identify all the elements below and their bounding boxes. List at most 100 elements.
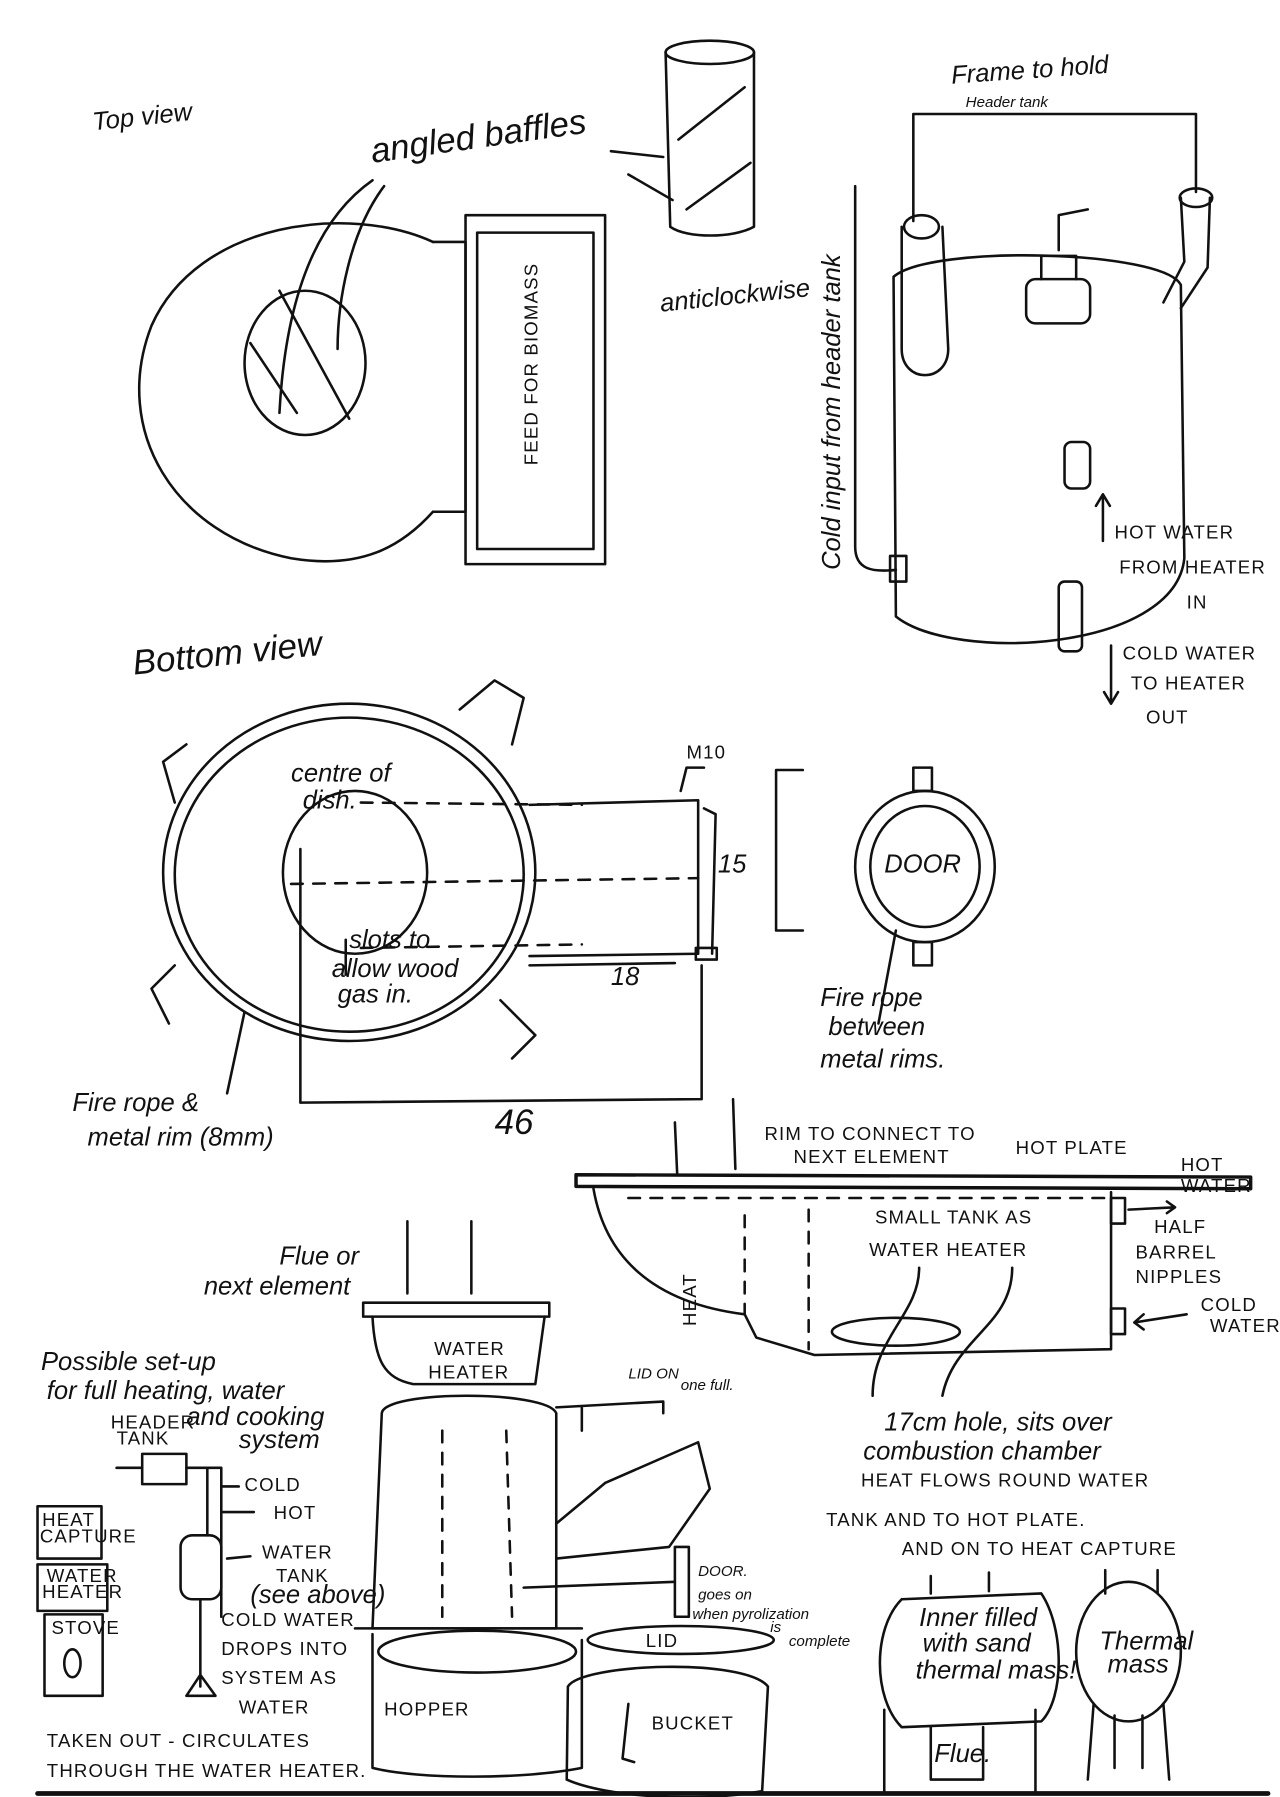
thermal-sphere: [1074, 1580, 1183, 1723]
circulates-1: TAKEN OUT - CIRCULATES: [47, 1730, 310, 1751]
feed-chute: [554, 1440, 712, 1560]
stove-assembly: Flue or next element WATER HEATER LID ON…: [204, 1219, 850, 1797]
setup-title-3: and cooking: [186, 1403, 324, 1431]
dish-rim-outer: [161, 702, 537, 1043]
stove-top-plate: [361, 1301, 551, 1318]
inlet-pipe-top: [902, 213, 941, 240]
inner-tank-dashes: [627, 1196, 1107, 1351]
hole-label-1: 17cm hole, sits over: [884, 1409, 1113, 1437]
hot-nipple: [1109, 1196, 1127, 1225]
cold-note-3: SYSTEM AS: [221, 1667, 337, 1688]
slots-label-1: slots to: [349, 926, 430, 954]
hopper-label: HOPPER: [384, 1699, 470, 1720]
hot-water-1: HOT: [1181, 1154, 1224, 1175]
water-heater-body: [592, 1187, 1113, 1357]
heat-capture-1: HEAT: [42, 1509, 95, 1530]
setup-stove-door: [62, 1648, 82, 1679]
door-rim-inner: [869, 804, 981, 929]
feed-tube: [528, 798, 700, 958]
fire-rope-rim-1: Fire rope &: [72, 1089, 199, 1117]
cold-nipple: [1109, 1307, 1127, 1336]
hot-water-label-1: HOT WATER: [1115, 522, 1235, 543]
door-label: DOOR: [884, 850, 961, 878]
frame-label-2: Header tank: [966, 94, 1050, 111]
heat-up-arrows: [673, 1097, 737, 1177]
cold-note-4: WATER: [239, 1696, 310, 1717]
thermal-mass: Inner filled with sand thermal mass! Flu…: [878, 1568, 1195, 1793]
cold-note-2: DROPS INTO: [221, 1638, 348, 1659]
inner-dashes: [440, 1429, 514, 1618]
rim-label-2: NEXT ELEMENT: [794, 1146, 950, 1167]
cold-water-label-3: OUT: [1146, 706, 1189, 727]
top-view-title: Top view: [91, 98, 195, 136]
ash-lid: [586, 1624, 776, 1656]
flue-label-2: next element: [204, 1273, 351, 1301]
hot-plate-label: HOT PLATE: [1016, 1137, 1128, 1158]
thermal-barrel-horizontal: [878, 1592, 1060, 1729]
water-tank-3: (see above): [250, 1581, 385, 1609]
cold-in-arrow: [1133, 1313, 1188, 1331]
tube-flange: [702, 807, 717, 956]
door-note-3: when pyrolization: [692, 1606, 809, 1623]
pointer-arrows: [609, 149, 674, 202]
centre-dish: [281, 789, 429, 956]
door-side-view: [774, 768, 805, 932]
inner-label-1: Inner filled: [919, 1604, 1038, 1632]
setup-water-tank: [179, 1534, 223, 1601]
thermal-sphere-legs: [1086, 1568, 1171, 1781]
top-fitting-arrow: [1039, 208, 1090, 281]
stove-water-heater-2: HEATER: [428, 1361, 509, 1382]
dim-18: 18: [611, 963, 640, 991]
hot-plate: [574, 1172, 1253, 1191]
stove-water-heater-1: WATER: [434, 1338, 505, 1359]
tank-body: [892, 254, 1186, 645]
flue-label-1: Flue or: [279, 1242, 360, 1270]
central-hole: [243, 289, 367, 437]
top-fitting: [1024, 277, 1092, 325]
centre-label-1: centre of: [291, 760, 393, 788]
setup-stove-label: STOVE: [51, 1617, 120, 1638]
baffle-lines: [249, 289, 351, 420]
frame-label-1: Frame to hold: [950, 51, 1110, 90]
cold-note-1: COLD WATER: [221, 1609, 355, 1630]
anticlockwise-label: anticlockwise: [659, 274, 812, 318]
bucket-handle: [621, 1702, 636, 1764]
setup-title-2: for full heating, water: [47, 1377, 286, 1405]
water-tank-2: TANK: [276, 1565, 329, 1586]
frame-arrow-line: [912, 112, 1198, 223]
heat-flow-2: TANK AND TO HOT PLATE.: [826, 1509, 1085, 1530]
heat-flow-3: AND ON TO HEAT CAPTURE: [902, 1538, 1177, 1559]
heat-flow-1: HEAT FLOWS ROUND WATER: [861, 1469, 1149, 1490]
door-note-4: is: [770, 1619, 781, 1636]
thermal-mass-1: Thermal: [1099, 1627, 1194, 1655]
door-note-1: DOOR.: [698, 1563, 748, 1580]
setup-heat-capture: [36, 1504, 103, 1560]
stove-door: [673, 1545, 691, 1618]
top-view: Top view angled baffles FEED FOR BIOMASS…: [91, 39, 812, 566]
fire-rope-pointer: [877, 929, 898, 1025]
bottom-bolt: [694, 946, 719, 961]
hopper-top: [377, 1629, 578, 1674]
setup-water-heater-1: WATER: [47, 1565, 118, 1586]
slots-label-3: gas in.: [338, 981, 413, 1009]
bottom-view: Bottom view centre of dish. M10 15 18 46…: [72, 624, 997, 1152]
feed-box-inner: [475, 231, 595, 551]
bucket-label: BUCKET: [652, 1713, 734, 1734]
nipples-3: NIPPLES: [1135, 1266, 1222, 1287]
bottom-view-title: Bottom view: [131, 624, 327, 683]
dim-46: 46: [495, 1103, 534, 1142]
hot-in-fitting: [1063, 440, 1092, 490]
cold-out-arrow: [1102, 644, 1120, 705]
mounting-tabs: [150, 679, 537, 1060]
dish-rim-inner: [173, 716, 525, 1033]
setup-water-heater: [36, 1563, 109, 1613]
setup-header-tank: [140, 1452, 188, 1486]
setup-title-4: system: [239, 1426, 320, 1454]
feed-lid: [554, 1400, 665, 1432]
outlet-pipe-top: [1178, 187, 1214, 209]
cold-input-label: Cold input from header tank: [818, 253, 846, 570]
heat-flow-arrows: [871, 1266, 1014, 1398]
fire-rope-door-2: between: [828, 1013, 925, 1041]
door-hinge-bottom: [912, 940, 934, 967]
